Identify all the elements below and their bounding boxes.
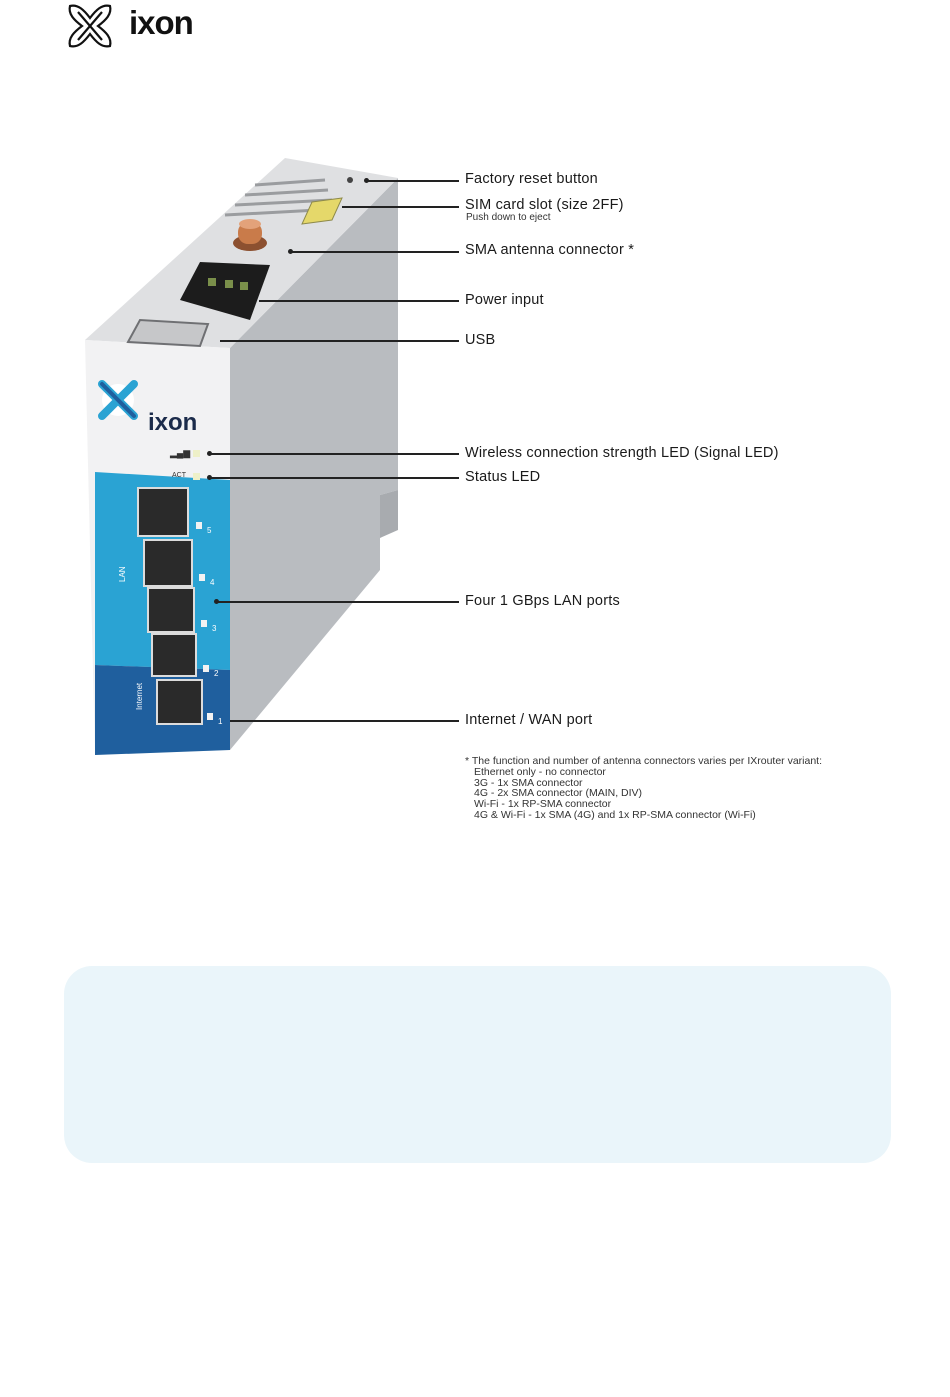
footnote-item: Ethernet only - no connector bbox=[465, 767, 822, 778]
reset-leader bbox=[367, 180, 459, 182]
usb-leader bbox=[220, 340, 459, 342]
callout-usb: USB bbox=[465, 332, 495, 348]
callout-factory-reset: Factory reset button bbox=[465, 171, 598, 187]
callout-lan-ports: Four 1 GBps LAN ports bbox=[465, 593, 620, 609]
signal-led-leader bbox=[210, 453, 459, 455]
svg-text:3: 3 bbox=[212, 624, 217, 633]
callout-signal-led: Wireless connection strength LED (Signal… bbox=[465, 445, 779, 461]
sim-leader bbox=[342, 206, 459, 208]
device-logo-text: ixon bbox=[148, 409, 197, 436]
ixon-logo-text: ixon bbox=[129, 4, 193, 42]
internet-label: Internet bbox=[135, 682, 144, 710]
svg-text:2: 2 bbox=[214, 669, 219, 678]
callout-sim-slot: SIM card slot (size 2FF) bbox=[465, 197, 624, 213]
signal-led bbox=[193, 450, 200, 457]
lan-port-4 bbox=[144, 540, 192, 586]
info-box bbox=[64, 966, 891, 1163]
status-led bbox=[193, 473, 200, 480]
act-led-label: ACT bbox=[172, 472, 187, 479]
callout-sma-antenna: SMA antenna connector * bbox=[465, 242, 634, 258]
lan-port-3 bbox=[148, 588, 194, 632]
status-led-leader bbox=[210, 477, 459, 479]
wan-port-1 bbox=[157, 680, 202, 724]
lan-leader bbox=[217, 601, 459, 603]
lan-port-5 bbox=[138, 488, 188, 536]
svg-text:4: 4 bbox=[210, 578, 215, 587]
svg-text:5: 5 bbox=[207, 526, 212, 535]
ixrouter-device-illustration: ixon ▂▄▆ ACT LAN Internet 5 4 3 bbox=[80, 150, 400, 765]
ixon-logo-mark-icon bbox=[64, 0, 116, 52]
antenna-footnote: * The function and number of antenna con… bbox=[465, 756, 822, 821]
power-leader bbox=[259, 300, 459, 302]
svg-text:1: 1 bbox=[218, 717, 223, 726]
antenna-leader bbox=[291, 251, 459, 253]
callout-status-led: Status LED bbox=[465, 469, 540, 485]
wan-leader bbox=[230, 720, 459, 722]
lan-label: LAN bbox=[118, 566, 127, 582]
callout-power-input: Power input bbox=[465, 292, 544, 308]
lan-port-2 bbox=[152, 634, 196, 676]
footnote-item: 4G & Wi-Fi - 1x SMA (4G) and 1x RP-SMA c… bbox=[465, 810, 822, 821]
signal-led-label: ▂▄▆ bbox=[169, 448, 191, 459]
callout-wan-port: Internet / WAN port bbox=[465, 712, 592, 728]
callout-sim-slot-sublabel: Push down to eject bbox=[466, 212, 551, 223]
